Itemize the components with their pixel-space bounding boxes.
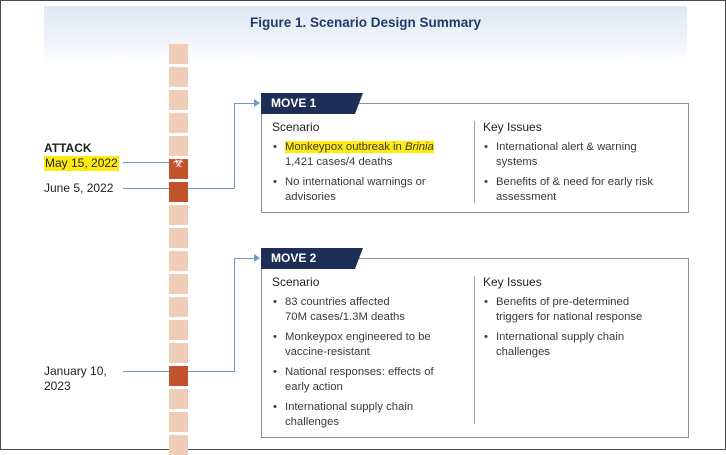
move1-tab: MOVE 1: [261, 93, 355, 114]
timeline-segment: [169, 412, 188, 432]
figure-header-band: [44, 6, 687, 64]
move1-connector-h: [188, 188, 234, 189]
outbreak-text: Monkeypox outbreak in: [285, 141, 405, 153]
move1-scenario-heading: Scenario: [272, 120, 320, 134]
list-item: Benefits of & need for early risk assess…: [484, 175, 674, 205]
attack-connector: [123, 162, 169, 163]
list-item: International alert & warning systems: [484, 140, 674, 170]
move2-tab: MOVE 2: [261, 248, 355, 269]
move1-connector-v: [234, 103, 235, 189]
move2-date: January 10, 2023: [44, 364, 107, 393]
timeline-segment: [169, 274, 188, 294]
move2-issues-heading: Key Issues: [483, 275, 542, 289]
case-count: 70M cases/1.3M deaths: [285, 311, 405, 323]
move1-tab-notch: [355, 93, 363, 114]
biohazard-icon: ☣: [172, 153, 185, 170]
move1-date: June 5, 2022: [44, 181, 114, 195]
timeline-segment: [169, 67, 188, 87]
country-name: Brinia: [404, 141, 434, 153]
list-item: International supply chain challenges: [273, 400, 453, 430]
timeline-segment: [169, 44, 188, 64]
move2-scenario-list: 83 countries affected 70M cases/1.3M deat…: [273, 295, 453, 435]
move1-issues-heading: Key Issues: [483, 120, 542, 134]
case-count: 1,421 cases/4 deaths: [285, 156, 393, 168]
timeline-segment: [169, 435, 188, 455]
move1-issues-list: International alert & warning systems Be…: [484, 140, 674, 210]
timeline-segment: [169, 90, 188, 110]
move1-date-connector: [123, 188, 169, 189]
move2-tab-notch: [355, 248, 363, 269]
move1-connector-top: [234, 103, 254, 104]
move1-column-divider: [474, 121, 475, 203]
figure-title: Figure 1. Scenario Design Summary: [249, 15, 482, 30]
move2-issues-list: Benefits of pre-determined triggers for …: [484, 295, 664, 365]
timeline-segment: [169, 228, 188, 248]
move2-connector-h: [188, 371, 234, 372]
countries-affected: 83 countries affected: [285, 296, 390, 308]
timeline-segment: [169, 320, 188, 340]
timeline-segment: [169, 251, 188, 271]
move2-scenario-heading: Scenario: [272, 275, 320, 289]
list-item: National responses: effects of early act…: [273, 365, 453, 395]
move2-arrow: [254, 254, 260, 262]
timeline-segment: [169, 136, 188, 156]
timeline-segment: [169, 389, 188, 409]
move2-connector-v: [234, 258, 235, 372]
move2-date-connector: [123, 371, 169, 372]
list-item: Benefits of pre-determined triggers for …: [484, 295, 664, 325]
timeline-marker: [169, 159, 188, 179]
list-item: 83 countries affected 70M cases/1.3M deat…: [273, 295, 453, 325]
attack-label: ATTACK: [44, 141, 92, 155]
timeline-segment: [169, 205, 188, 225]
move1-arrow: [254, 99, 260, 107]
timeline-segment: [169, 343, 188, 363]
timeline-marker: [169, 182, 188, 202]
list-item: Monkeypox engineered to be vaccine-resis…: [273, 330, 453, 360]
move2-column-divider: [474, 276, 475, 424]
move1-scenario-list: Monkeypox outbreak in Brinia 1,421 cases/…: [273, 140, 463, 210]
timeline-bar: [169, 44, 188, 455]
list-item: International supply chain challenges: [484, 330, 664, 360]
list-item: Monkeypox outbreak in Brinia 1,421 cases/…: [273, 140, 463, 170]
timeline-segment: [169, 113, 188, 133]
list-item: No international warnings or advisories: [273, 175, 463, 205]
timeline-marker: [169, 366, 188, 386]
attack-date: May 15, 2022: [44, 156, 119, 171]
move2-connector-top: [234, 258, 254, 259]
timeline-segment: [169, 297, 188, 317]
